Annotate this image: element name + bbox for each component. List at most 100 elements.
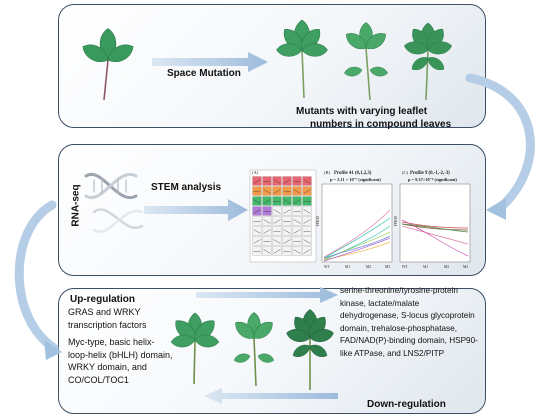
stem-profile-tile <box>302 246 312 256</box>
stem-profile-tile <box>262 246 272 256</box>
stem-profile-tile <box>252 206 262 216</box>
stem-profile-tile <box>252 246 262 256</box>
space-mutation-arrow <box>152 52 268 72</box>
rna-seq-label: RNA-seq <box>70 184 82 227</box>
stem-profile-tile <box>292 216 302 226</box>
stem-profile-tile <box>272 246 282 256</box>
mutants-label-line1: Mutants with varying leaflet <box>296 106 428 117</box>
stem-profile-tile <box>272 206 282 216</box>
stem-profile-tile <box>262 176 272 186</box>
up-regulation-title: Up-regulation <box>70 294 135 305</box>
svg-text:M2: M2 <box>444 265 449 269</box>
stem-profile-tile-line <box>273 249 281 254</box>
profile-c-title: Profile 9 (0,-1,-2,-3) <box>410 171 450 176</box>
stem-profile-tile-line <box>293 249 301 254</box>
stem-profile-tile <box>252 186 262 196</box>
svg-text:M2: M2 <box>366 265 371 269</box>
stem-profile-tile <box>292 186 302 196</box>
stem-profile-tile-line <box>273 209 281 214</box>
stem-profile-tile-line <box>263 219 271 224</box>
stem-profile-tile <box>272 226 282 236</box>
stem-profile-tile-line <box>293 189 301 194</box>
wildtype-leaf-image <box>79 27 137 101</box>
stem-profile-tile <box>282 226 292 236</box>
stem-profile-tile-line <box>293 219 301 224</box>
stem-profile-tile-line <box>283 239 291 244</box>
stem-profile-tile-line <box>283 229 291 234</box>
stem-profile-tile-line <box>253 209 261 214</box>
dna-helix-icon <box>84 172 144 233</box>
stem-profile-tile-line <box>283 199 291 204</box>
profile-c-ylabel: FPKM <box>394 215 398 226</box>
stem-profile-tile <box>282 246 292 256</box>
profile-c-xticks: WT M1 M2 M3 <box>402 265 468 269</box>
stem-profile-tile-line <box>283 179 291 184</box>
svg-text:WT: WT <box>402 265 408 269</box>
stem-profile-tile <box>292 206 302 216</box>
stem-profile-tile-line <box>283 209 291 214</box>
stem-profile-tile-line <box>253 179 261 184</box>
curved-arrow-right <box>465 73 535 213</box>
stem-profile-tile-line <box>253 199 261 204</box>
svg-text:M1: M1 <box>345 265 350 269</box>
stem-profile-tile <box>282 196 292 206</box>
stem-profile-tile-line <box>303 239 311 244</box>
stem-profile-tile <box>272 186 282 196</box>
stem-profile-tile-line <box>263 189 271 194</box>
stem-profile-tile <box>282 186 292 196</box>
stem-profile-tile-line <box>273 239 281 244</box>
stem-profile-tile-line <box>293 229 301 234</box>
panel-a-tag: (A) <box>252 170 259 175</box>
stem-profile-tile <box>262 186 272 196</box>
curved-arrow-left <box>14 200 59 353</box>
stem-profile-grid <box>249 169 317 263</box>
stem-profile-tile-line <box>273 179 281 184</box>
stem-profile-tile <box>272 236 282 246</box>
stem-profile-tile <box>282 216 292 226</box>
stem-profile-tile-line <box>263 199 271 204</box>
stem-profile-tile <box>302 226 312 236</box>
down-regulation-title: Down-regulation <box>367 399 446 410</box>
stem-profile-c-chart <box>399 183 471 263</box>
mutants-label-line2: numbers in compound leaves <box>310 119 452 130</box>
stem-profile-tile <box>272 196 282 206</box>
stem-profile-tile-line <box>253 229 261 234</box>
profile-b-ylabel: FPKM <box>316 215 320 226</box>
svg-text:M3: M3 <box>463 265 468 269</box>
stem-profile-tile <box>302 186 312 196</box>
stem-profile-tile-line <box>263 249 271 254</box>
stem-profile-b-chart <box>321 183 393 263</box>
stem-profile-tile-line <box>293 199 301 204</box>
profile-b-title: Profile 41 (0,1,2,3) <box>334 171 372 176</box>
svg-text:M3: M3 <box>385 265 390 269</box>
stem-profile-tile <box>252 196 262 206</box>
stem-profile-tile-line <box>303 209 311 214</box>
stem-profile-tile <box>302 206 312 216</box>
stem-profile-tile <box>262 196 272 206</box>
stem-profile-tile-line <box>253 239 261 244</box>
stem-profile-tile <box>282 176 292 186</box>
stem-profile-tile <box>252 226 262 236</box>
stem-profile-tile <box>302 176 312 186</box>
stem-profile-tile <box>292 176 302 186</box>
stem-profile-tile <box>302 196 312 206</box>
stem-profile-tile-line <box>273 189 281 194</box>
stem-profile-tile <box>292 246 302 256</box>
up-regulation-arrow <box>196 287 338 303</box>
stem-profile-tile <box>262 236 272 246</box>
stem-profile-tile <box>282 206 292 216</box>
up-regulated-genes-group1: GRAS and WRKY transcription factors <box>68 307 147 330</box>
svg-text:M1: M1 <box>423 265 428 269</box>
stem-profile-tile <box>262 226 272 236</box>
stem-profile-tile <box>302 236 312 246</box>
stem-profile-tile <box>302 216 312 226</box>
regulation-leaf-images <box>170 309 336 390</box>
stem-analysis-arrow <box>144 199 248 221</box>
stem-profile-tile-line <box>263 229 271 234</box>
stem-profile-tile-line <box>303 219 311 224</box>
panel-b-tag: (B) <box>324 170 331 175</box>
stem-profile-tile <box>252 176 262 186</box>
regulation-panel <box>58 288 486 414</box>
profile-b-xticks: WT M1 M2 M3 <box>324 265 390 269</box>
